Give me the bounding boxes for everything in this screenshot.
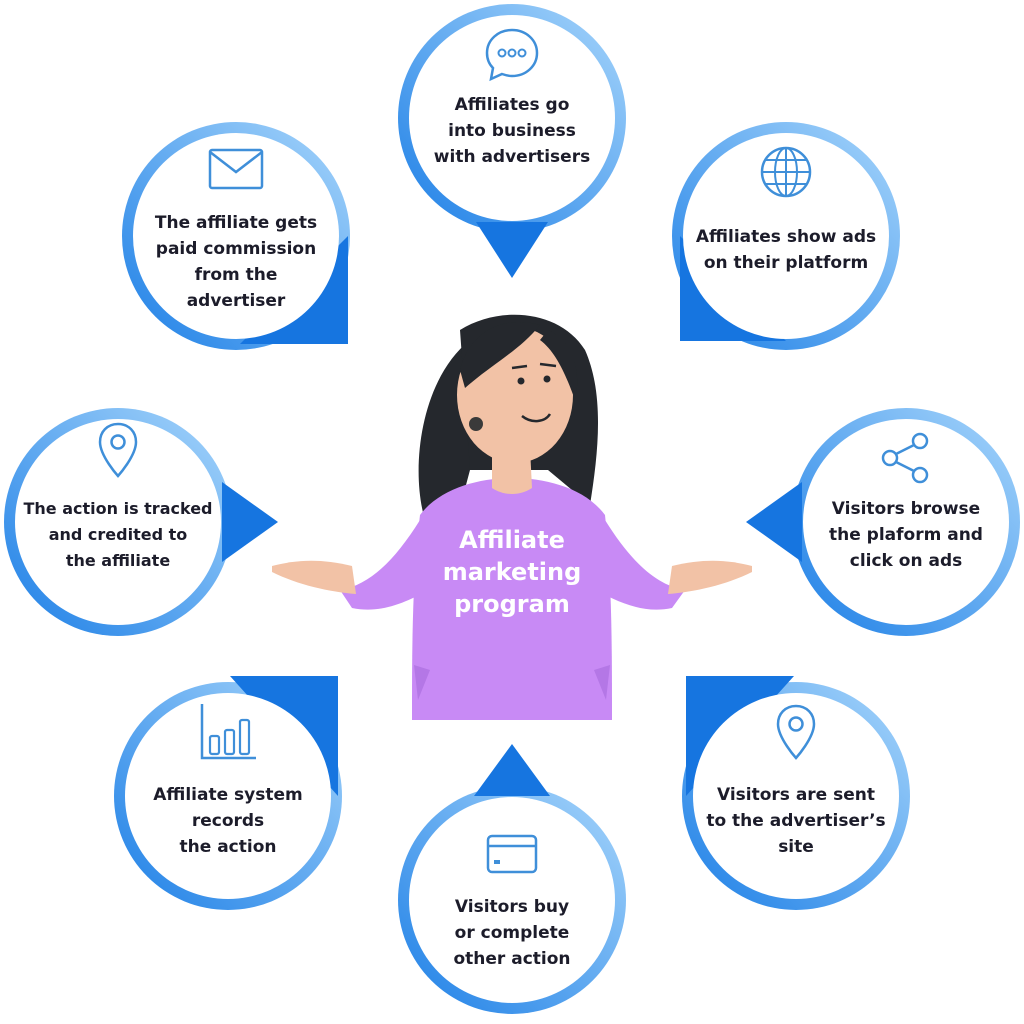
center-title: Affiliate marketing program xyxy=(442,526,582,618)
step-affiliates-show-ads: Affiliates show ads on their platform xyxy=(666,116,906,356)
step-label: Visitors browse the plaform and click on… xyxy=(829,499,983,571)
step-affiliates-go-into-business: Affiliates go into business with adverti… xyxy=(392,0,632,278)
step-ring xyxy=(114,676,342,910)
share-icon xyxy=(881,432,929,484)
chat-bubble-icon xyxy=(485,28,539,82)
credit-card-icon xyxy=(486,834,538,874)
sweater xyxy=(340,478,685,720)
step-visitors-sent: Visitors are sent to the advertiser’s si… xyxy=(676,676,916,916)
step-ring xyxy=(672,122,900,350)
pointer-arrow xyxy=(222,482,278,562)
step-affiliate-system-records: Affiliate system records the action xyxy=(108,676,348,916)
pointer-arrow xyxy=(474,744,550,796)
step-ring xyxy=(4,408,278,636)
step-action-tracked: The action is tracked and credited to th… xyxy=(0,402,278,642)
pointer-arrow xyxy=(746,482,802,562)
head xyxy=(457,322,578,494)
location-pin-icon xyxy=(98,422,138,478)
step-ring xyxy=(746,408,1020,636)
step-ring xyxy=(682,676,910,910)
step-ring xyxy=(122,122,350,350)
pointer-arrow xyxy=(476,222,548,278)
hands xyxy=(272,560,752,594)
step-label: Visitors are sent to the advertiser’s si… xyxy=(706,785,886,857)
location-pin-icon xyxy=(776,704,816,760)
step-visitors-browse: Visitors browse the plaform and click on… xyxy=(746,402,1024,642)
step-affiliate-gets-paid: The affiliate gets paid commission from … xyxy=(116,116,356,356)
step-visitors-buy: Visitors buy or complete other action xyxy=(392,744,632,1020)
bar-chart-icon xyxy=(200,704,256,760)
envelope-icon xyxy=(208,148,264,190)
step-label: Affiliates show ads on their platform xyxy=(695,227,877,273)
step-label: The affiliate gets paid commission from … xyxy=(154,213,318,311)
step-label: Affiliates go into business with adverti… xyxy=(433,95,591,167)
globe-icon xyxy=(760,146,812,198)
step-label: Visitors buy or complete other action xyxy=(453,897,571,969)
step-ring xyxy=(398,4,626,278)
step-ring xyxy=(398,744,626,1014)
step-label: Affiliate system records the action xyxy=(153,785,303,857)
step-label: The action is tracked and credited to th… xyxy=(23,499,213,570)
